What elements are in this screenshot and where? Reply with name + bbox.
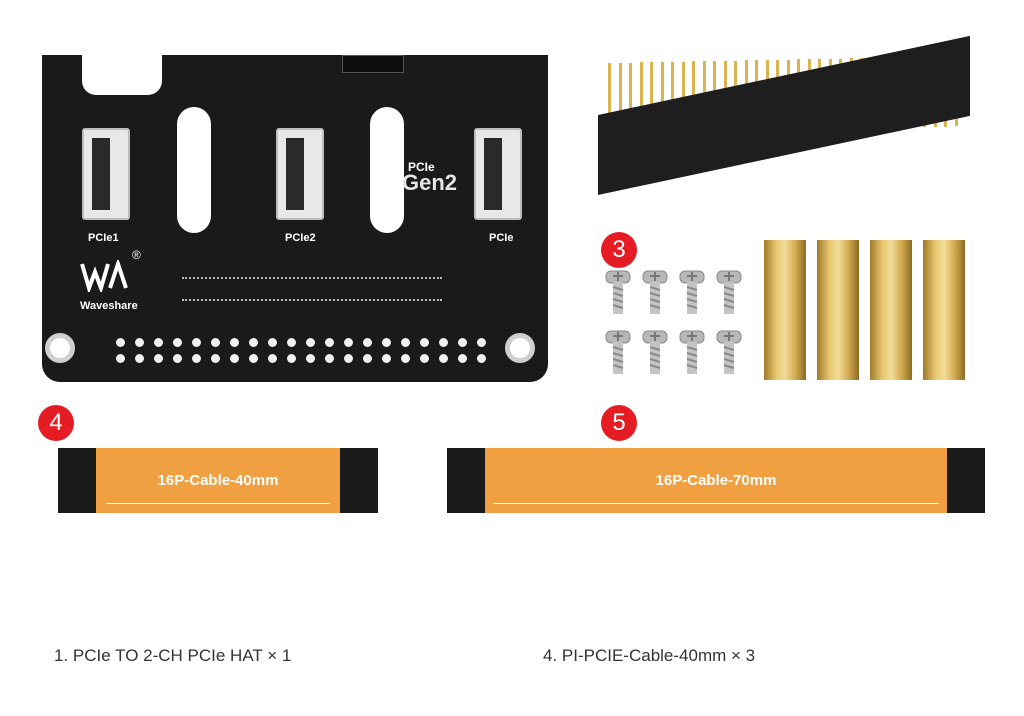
ic-chip: [342, 55, 404, 73]
gpio-pin: [287, 354, 296, 363]
cable-end-right: [947, 448, 985, 513]
screw: [716, 330, 742, 376]
pcie-connector: [474, 128, 522, 220]
component-row: [182, 277, 442, 301]
gpio-pin: [439, 338, 448, 347]
gpio-pin: [401, 338, 410, 347]
screw: [642, 330, 668, 376]
pcie2-connector: [276, 128, 324, 220]
brand-label: Waveshare: [80, 300, 138, 312]
gpio-pin: [116, 338, 125, 347]
gpio-pin: [268, 354, 277, 363]
brass-standoff-2: [817, 240, 859, 380]
gen-small-label: PCIe: [408, 160, 435, 174]
brass-standoff-4: [923, 240, 965, 380]
badge-4: 4: [38, 405, 74, 441]
board-slot-1: [177, 107, 211, 233]
screw-group: [605, 270, 755, 385]
badge-5: 5: [601, 405, 637, 441]
pcie1-connector: [82, 128, 130, 220]
gpio-pin: [287, 338, 296, 347]
caption-item-1: 1. PCIe TO 2-CH PCIe HAT × 1: [54, 646, 292, 665]
header-pin: [660, 62, 664, 132]
cable-end-right: [340, 448, 378, 513]
gpio-pin: [230, 354, 239, 363]
gpio-pin: [268, 338, 277, 347]
screw: [642, 270, 668, 316]
gpio-pin: [230, 338, 239, 347]
gpio-pin: [154, 338, 163, 347]
gpio-pin: [477, 354, 486, 363]
pcie2-label: PCIe2: [285, 232, 316, 244]
gpio-pin: [192, 354, 201, 363]
gpio-pin: [211, 338, 220, 347]
header-pin: [671, 61, 674, 132]
screw: [679, 270, 705, 316]
gpio-pin: [420, 354, 429, 363]
gpio-pin: [477, 338, 486, 347]
gpio-pin: [363, 338, 372, 347]
cable-40mm: 16P-Cable-40mm: [58, 448, 378, 513]
caption-item-4: 4. PI-PCIE-Cable-40mm × 3: [543, 646, 756, 665]
cable-70mm: 16P-Cable-70mm: [447, 448, 985, 513]
gpio-pin: [458, 338, 467, 347]
brass-standoff-3: [870, 240, 912, 380]
gpio-pin: [135, 354, 144, 363]
gpio-pin: [344, 354, 353, 363]
gpio-pin: [420, 338, 429, 347]
measure-line: [106, 503, 330, 504]
badge-3: 3: [601, 232, 637, 268]
cable-40mm-label: 16P-Cable-40mm: [157, 472, 279, 489]
gpio-pin: [325, 338, 334, 347]
gpio-pin: [154, 354, 163, 363]
gpio-pin: [458, 354, 467, 363]
board-slot-2: [370, 107, 404, 233]
cable-70mm-label: 16P-Cable-70mm: [655, 472, 777, 489]
gpio-pin: [382, 338, 391, 347]
header-pin: [618, 62, 622, 133]
gpio-pin: [211, 354, 220, 363]
gen2-label: Gen2: [402, 170, 458, 195]
gpio-pin: [116, 354, 125, 363]
pcie1-label: PCIe1: [88, 232, 119, 244]
cable-end-left: [58, 448, 96, 513]
header-pin: [629, 62, 632, 133]
mounting-hole-left: [45, 333, 75, 363]
gpio-pin: [344, 338, 353, 347]
measure-line: [493, 503, 939, 504]
gpio-pin: [363, 354, 372, 363]
brass-standoff-1: [764, 240, 806, 380]
screw: [716, 270, 742, 316]
pin-header-photo: [596, 35, 970, 215]
gpio-pin: [173, 338, 182, 347]
pcie-label: PCIe: [489, 232, 514, 244]
gpio-pin: [249, 338, 258, 347]
gpio-pin: [401, 354, 410, 363]
gpio-header: [116, 338, 496, 366]
gpio-pin: [192, 338, 201, 347]
gpio-pin: [249, 354, 258, 363]
gpio-pin: [173, 354, 182, 363]
mounting-hole-right: [505, 333, 535, 363]
gpio-pin: [325, 354, 334, 363]
gpio-pin: [306, 338, 315, 347]
cable-end-left: [447, 448, 485, 513]
registered-mark: ®: [132, 248, 141, 262]
screw: [605, 330, 631, 376]
waveshare-logo-icon: [80, 257, 138, 295]
board-notch: [82, 55, 162, 95]
header-pin: [650, 62, 653, 133]
header-pin: [639, 62, 643, 133]
gpio-pin: [135, 338, 144, 347]
screw: [679, 330, 705, 376]
gpio-pin: [306, 354, 315, 363]
screw: [605, 270, 631, 316]
pcie-hat-board: PCIe1 PCIe2 PCIe PCIe Gen2 ® Waveshare: [42, 55, 548, 382]
header-pin: [608, 63, 611, 133]
gpio-pin: [439, 354, 448, 363]
gpio-pin: [382, 354, 391, 363]
